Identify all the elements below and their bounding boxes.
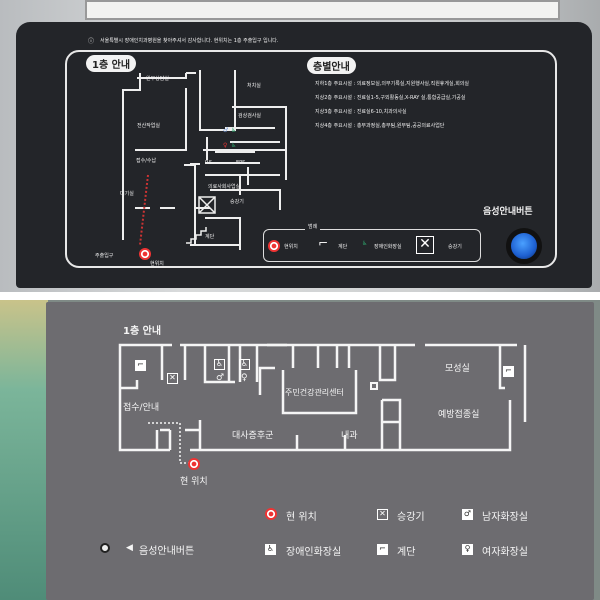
legend-box [263,229,481,262]
room-label: 접수/수납 [136,158,157,164]
elevator-icon: ✕ [167,373,178,384]
legend-title: 범례 [305,223,321,230]
legend-label: 승강기 [448,244,462,250]
legend-label: 여자화장실 [482,547,528,558]
female-toilet-icon: ♀ [223,142,228,149]
elevator-icon: ✕ [416,236,434,254]
legend-label: 현위치 [284,244,298,250]
room-label: 내과 [341,431,358,441]
voice-guide-label: 음성안내버튼 [139,546,195,557]
floor-info: 지상2층 주요시설 : 진료실1-5,구외활동실,X-RAY 실,통합공급실,기… [315,95,466,101]
current-location-icon [268,240,280,252]
room-label: 계단 [205,234,215,240]
female-toilet-icon: ♀ [241,373,248,383]
legend-label: 계단 [338,244,348,250]
legend-label: 계단 [397,547,416,558]
room-label: EPS [236,160,246,166]
male-toilet-icon: ♂ [216,373,225,383]
room-label: P.S [205,160,212,166]
female-toilet-icon: ♀ [462,544,473,555]
accessible-icon: ♿ [362,240,368,247]
legend-label: 승강기 [397,512,425,523]
welcome-notice: 서울특별시 장애인치과병원을 찾아주셔서 감사합니다. 현위치는 1층 주출입구… [100,38,279,44]
room-label: 전산작업실 [137,123,161,129]
room-label: 검상검사실 [238,113,262,119]
stairs-icon: ⌐ [135,360,146,371]
floor-info: 지하1층 주요시설 : 의료정보실,의무기록실,지원행사실,직원휴게실,회의실 [315,81,469,87]
background-glass [0,300,48,600]
floor-plan-walls [122,70,287,250]
male-toilet-icon: ♂ [223,127,229,134]
floor-title: 1층 안내 [123,326,162,337]
current-location-icon [265,508,277,520]
room-label: 주민건강관리센터 [285,388,344,397]
room-label: 접수/안내 [123,403,160,413]
accessible-toilet-icon: ♿ [265,544,276,555]
floor-info: 지상3층 주요시설 : 진료실6-10,치과의사실 [315,109,407,115]
photo-top-sign: ⓘ 서울특별시 장애인치과병원을 찾아주셔서 감사합니다. 현위치는 1층 주출… [0,0,600,292]
voice-guide-button[interactable] [100,543,110,553]
floor-plan-walls [118,343,527,464]
stairs-icon: ⌐ [503,366,514,377]
male-toilet-icon: ♂ [462,509,473,520]
current-location-icon [139,248,151,260]
photo-bottom-sign: 1층 안내 ⌐ ✕ ♿ ♿ ♂ ♀ ⌐ 접수/안내 대사증후군 주민건강관리센터… [0,300,600,600]
accessible-icon: ♿ [231,142,237,149]
inner-frame [65,50,557,268]
voice-guide-button[interactable] [506,228,542,264]
accessible-toilet-icon: ♿ [239,359,250,370]
accessible-icon: ♿ [231,127,237,134]
floor-info: 지상4층 주요시설 : 총무과정실,총무팀,원무팀,공공의료사업단 [315,123,445,129]
stairs-icon: ⌐ [377,544,388,555]
elevator-icon: ✕ [377,509,388,520]
legend-label: 장애인화장실 [286,547,342,558]
room-label: 의료사회사업실 [208,184,241,190]
floor-title: 1층 안내 [86,55,137,72]
room-label: 모성실 [445,364,470,374]
room-label: 대기실 [120,191,134,197]
room-label: 예방접종실 [438,410,480,420]
floors-title: 층별안내 [307,57,356,74]
room-label: 현 위치 [180,477,208,487]
legend-label: 남자화장실 [482,512,528,523]
accessible-toilet-icon: ♿ [214,359,225,370]
current-location-icon [188,458,200,470]
legend-label: 장애인화장실 [374,244,402,250]
info-icon: ⓘ [88,38,95,45]
room-label: 승강기 [230,199,244,205]
room-label: 주출입구 [95,253,114,259]
voice-guide-label: 음성안내버튼 [483,207,533,217]
room-label: 현위치 [150,261,164,267]
top-strip [85,0,560,20]
room-label: 처치실 [247,83,261,89]
room-label: 대사증후군 [232,431,274,441]
stairs-icon: ⌐ [318,236,329,250]
legend-label: 현 위치 [286,512,317,523]
room-label: 원무상담실 [146,76,170,82]
arrow-left-icon: ◀ [126,543,133,553]
